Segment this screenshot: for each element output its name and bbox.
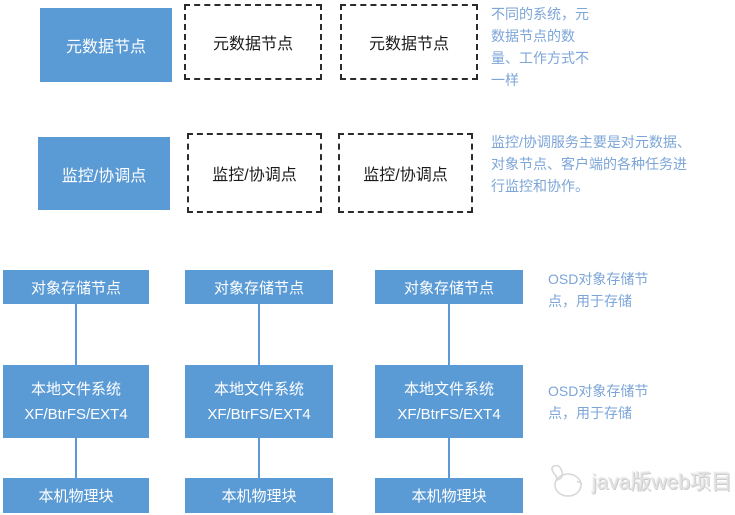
osd-node-box: 对象存储节点 [185, 270, 333, 304]
physical-block-box: 本机物理块 [185, 478, 333, 513]
metadata-node-label: 元数据节点 [65, 39, 146, 56]
watermark: java版web项目 [544, 462, 732, 500]
local-fs-label: 本地文件系统 XF/BtrFS/EXT4 [397, 380, 501, 423]
monitor-node-dashed-box-1: 监控/协调点 [187, 133, 322, 213]
local-fs-label: 本地文件系统 XF/BtrFS/EXT4 [24, 380, 128, 423]
osd-node-box: 对象存储节点 [375, 270, 523, 304]
physical-block-label: 本机物理块 [411, 488, 487, 505]
monitor-annotation: 监控/协调服务主要是对元数据、 对象节点、客户端的各种任务进 行监控和协作。 [491, 134, 691, 194]
monitor-node-primary-box: 监控/协调点 [38, 137, 170, 210]
connector-line [75, 304, 77, 365]
osd-node-label: 对象存储节点 [30, 279, 121, 297]
metadata-node-label: 元数据节点 [212, 36, 293, 53]
osd-node-label: 对象存储节点 [403, 279, 494, 297]
local-fs-box: 本地文件系统 XF/BtrFS/EXT4 [375, 365, 523, 438]
metadata-node-label: 元数据节点 [368, 36, 449, 53]
connector-line [448, 438, 450, 478]
metadata-annotation: 不同的系统，元 数据节点的数 量、工作方式不 一样 [491, 6, 589, 88]
local-fs-box: 本地文件系统 XF/BtrFS/EXT4 [185, 365, 333, 438]
osd-node-label: 对象存储节点 [213, 279, 304, 297]
physical-block-label: 本机物理块 [38, 488, 114, 505]
monitor-node-label: 监控/协调点 [61, 167, 147, 185]
metadata-node-dashed-box-2: 元数据节点 [340, 4, 478, 80]
watermark-text: java版web项目 [592, 471, 733, 494]
metadata-node-dashed-box-1: 元数据节点 [184, 4, 322, 80]
physical-block-label: 本机物理块 [221, 488, 297, 505]
connector-line [448, 304, 450, 365]
bird-sketch-logo-icon [551, 464, 582, 497]
monitor-node-label: 监控/协调点 [363, 167, 448, 184]
connector-line [258, 438, 260, 478]
connector-line [75, 438, 77, 478]
physical-block-box: 本机物理块 [375, 478, 523, 513]
metadata-node-primary-box: 元数据节点 [40, 8, 172, 82]
monitor-node-dashed-box-2: 监控/协调点 [338, 133, 473, 213]
osd-annotation-top: OSD对象存储节 点，用于存储 [548, 271, 649, 309]
physical-block-box: 本机物理块 [3, 478, 149, 513]
local-fs-box: 本地文件系统 XF/BtrFS/EXT4 [3, 365, 149, 438]
osd-node-box: 对象存储节点 [3, 270, 149, 304]
local-fs-label: 本地文件系统 XF/BtrFS/EXT4 [207, 380, 311, 423]
connector-line [258, 304, 260, 365]
monitor-node-label: 监控/协调点 [212, 167, 297, 184]
osd-annotation-bottom: OSD对象存储节 点，用于存储 [548, 383, 649, 421]
